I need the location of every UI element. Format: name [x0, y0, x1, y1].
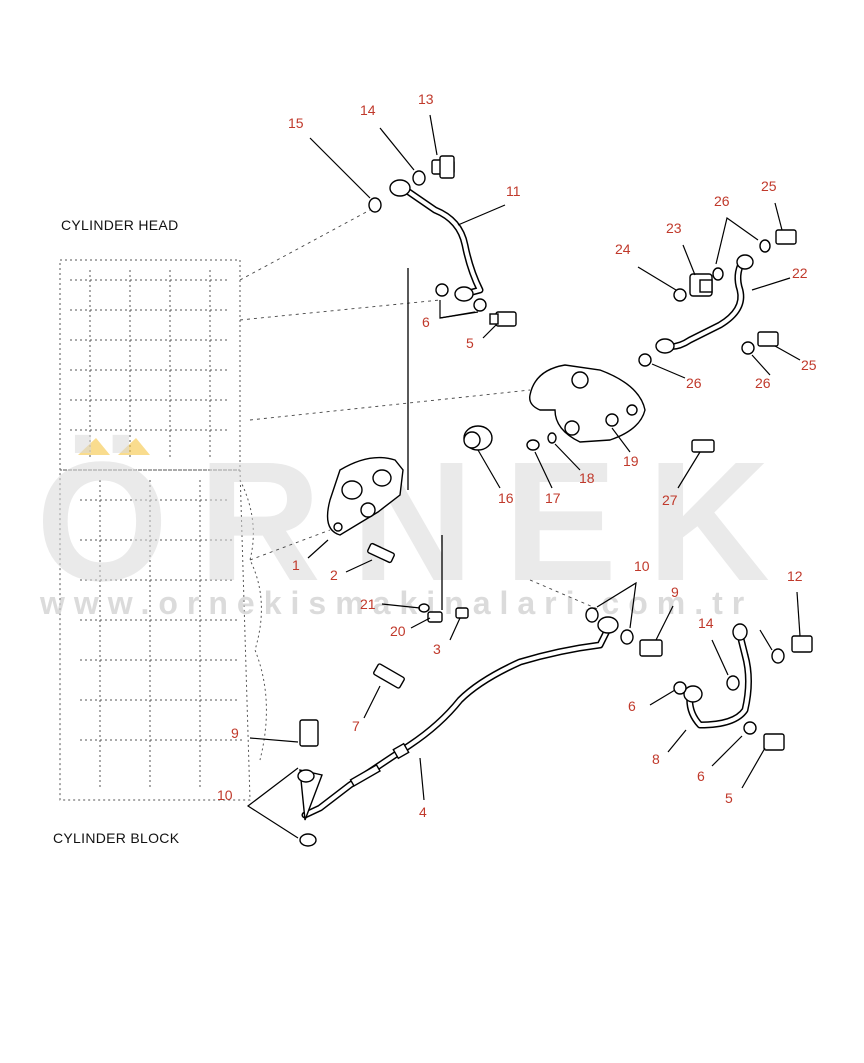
callout-8: 8 — [652, 751, 660, 767]
bolt-27 — [691, 439, 715, 453]
washer-26-b — [759, 239, 771, 253]
callout-10: 10 — [217, 787, 233, 803]
washer-10-left-a — [297, 769, 315, 783]
banjo-bolt-13 — [431, 155, 455, 179]
bushing-16 — [463, 425, 493, 451]
washer-6-top-b — [473, 298, 487, 312]
washer-6-right-b — [743, 721, 757, 735]
callout-11: 11 — [506, 183, 521, 199]
washer-26-a — [712, 267, 724, 281]
cylinder-block-label: CYLINDER BLOCK — [53, 830, 180, 846]
nipple-2 — [367, 542, 395, 564]
long-oil-tube-4 — [299, 616, 619, 821]
washer-6-top — [435, 283, 449, 297]
fitting-23 — [689, 273, 713, 297]
upper-oil-tube-11 — [389, 179, 484, 302]
callout-4: 4 — [419, 804, 427, 820]
watermark-url: www.ornekismakinalari.com.tr — [39, 585, 753, 621]
bolt-12 — [791, 635, 813, 653]
callout-numbers: 15 14 13 11 6 5 24 23 26 25 22 26 26 25 … — [217, 91, 817, 820]
callout-10: 10 — [634, 558, 650, 574]
callout-27: 27 — [662, 492, 678, 508]
bracket-19 — [529, 364, 646, 443]
callout-3: 3 — [433, 641, 441, 657]
callout-23: 23 — [666, 220, 682, 236]
callout-17: 17 — [545, 490, 561, 506]
callout-26: 26 — [714, 193, 730, 209]
callout-16: 16 — [498, 490, 514, 506]
callout-9: 9 — [231, 725, 239, 741]
callout-6: 6 — [422, 314, 430, 330]
callout-14: 14 — [360, 102, 376, 118]
washer-10-top-b — [620, 629, 634, 645]
bolt-25-top — [775, 229, 797, 245]
callout-15: 15 — [288, 115, 304, 131]
bolt-5-top — [489, 311, 517, 327]
callout-5: 5 — [466, 335, 474, 351]
washer-6-right-a — [673, 681, 687, 695]
valve-body-1 — [326, 456, 404, 536]
callout-25: 25 — [801, 357, 817, 373]
callout-21: 21 — [360, 596, 376, 612]
bolt-25-bottom — [757, 331, 779, 347]
washer-14-right-b — [726, 675, 740, 691]
bolt-7 — [373, 663, 405, 689]
o-ring-24 — [673, 288, 687, 302]
callout-24: 24 — [615, 241, 631, 257]
callout-22: 22 — [792, 265, 808, 281]
callout-19: 19 — [623, 453, 639, 469]
washer-17 — [526, 439, 540, 451]
washer-14-right-a — [771, 648, 785, 664]
washer-26-d — [741, 341, 755, 355]
callout-20: 20 — [390, 623, 406, 639]
callout-18: 18 — [579, 470, 595, 486]
callout-2: 2 — [330, 567, 338, 583]
watermark-accent-left — [78, 438, 110, 455]
alignment-lines — [239, 209, 601, 611]
engine-block-outline — [59, 259, 267, 801]
washer-14-top — [412, 170, 426, 186]
bolt-9-right — [639, 639, 663, 657]
callout-5: 5 — [725, 790, 733, 806]
oil-tube-8 — [683, 623, 752, 729]
plug-20 — [427, 611, 443, 623]
callout-6: 6 — [697, 768, 705, 784]
callout-13: 13 — [418, 91, 434, 107]
leader-lines — [246, 114, 801, 839]
callout-14: 14 — [698, 615, 714, 631]
watermark-accent-right — [118, 438, 150, 455]
washer-15 — [368, 197, 382, 213]
plug-21 — [418, 603, 430, 613]
callout-25: 25 — [761, 178, 777, 194]
cylinder-head-label: CYLINDER HEAD — [61, 217, 178, 233]
callout-26: 26 — [686, 375, 702, 391]
callout-1: 1 — [292, 557, 300, 573]
plug-3 — [455, 607, 469, 619]
watermark: ÖRNEK www.ornekismakinalari.com.tr — [36, 427, 800, 621]
bolt-9-left — [299, 719, 319, 747]
callout-9: 9 — [671, 584, 679, 600]
pin-18 — [547, 432, 557, 444]
callout-7: 7 — [352, 718, 360, 734]
oil-tube-22 — [655, 254, 754, 354]
bolt-5-right — [763, 733, 785, 751]
callout-12: 12 — [787, 568, 803, 584]
washer-26-c — [638, 353, 652, 367]
callout-26: 26 — [755, 375, 771, 391]
washer-10-top-a — [585, 607, 599, 623]
washer-10-left-b — [299, 833, 317, 847]
watermark-brand: ÖRNEK — [36, 427, 800, 617]
callout-6: 6 — [628, 698, 636, 714]
